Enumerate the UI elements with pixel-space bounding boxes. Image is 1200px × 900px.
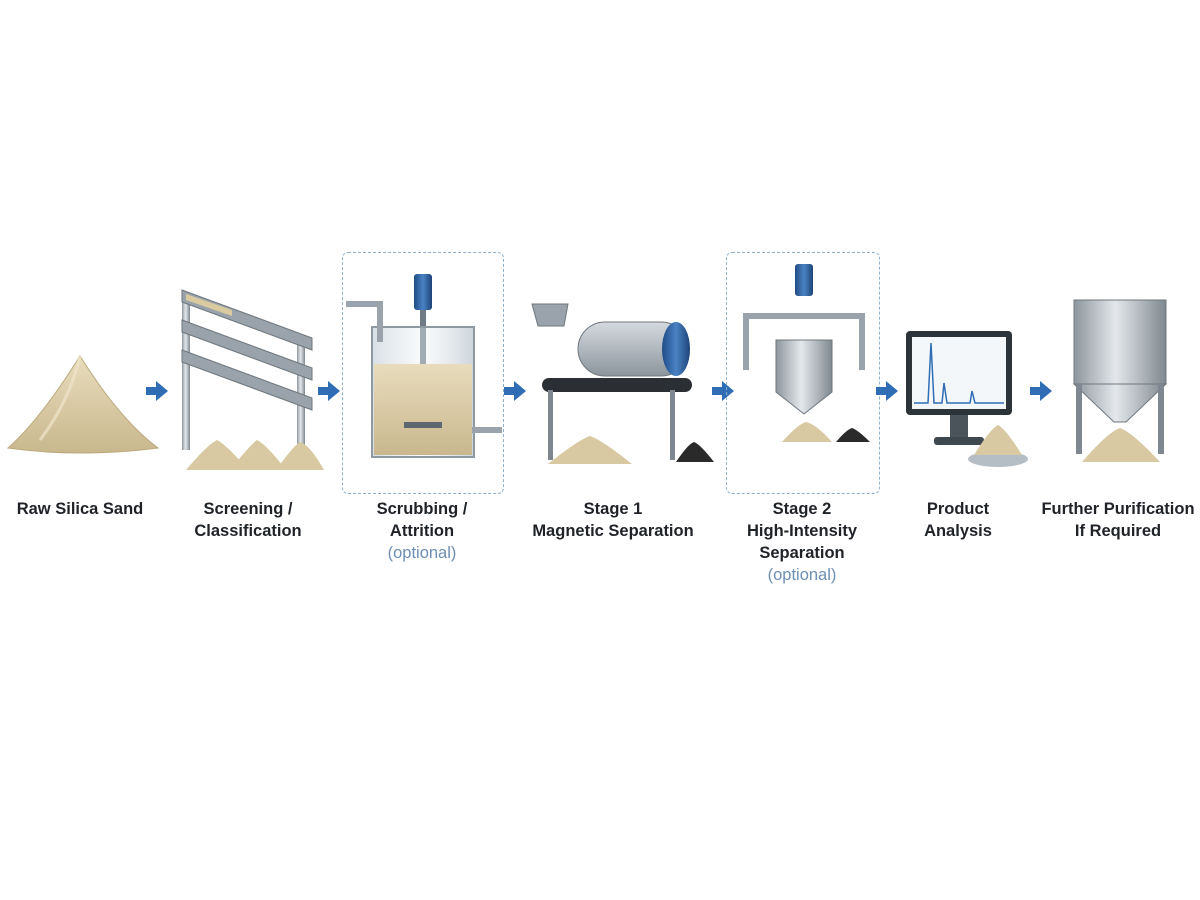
analysis-stage — [900, 325, 1030, 475]
optional-box-high-intensity — [726, 252, 880, 494]
raw-sand-stage — [0, 270, 165, 470]
optional-tag: (optional) — [387, 544, 457, 562]
arrow-right-icon — [1028, 380, 1054, 402]
step-label-scrubbing: Scrubbing /Attrition (optional) — [342, 498, 502, 564]
arrow-right-icon — [144, 380, 170, 402]
arrow-right-icon — [316, 380, 342, 402]
arrow-right-icon — [874, 380, 900, 402]
high-intensity-separator-icon — [743, 264, 870, 442]
step-label-screening: Screening /Classification — [194, 500, 302, 540]
arrow-right-icon — [710, 380, 736, 402]
scrubbing-stage — [342, 252, 502, 492]
high-intensity-stage — [726, 252, 878, 492]
screening-stage — [172, 280, 332, 480]
step-label-raw-silica-sand: Raw Silica Sand — [16, 500, 144, 518]
vibrating-screen-icon — [181, 289, 324, 470]
magnetic-drum-separator-icon — [531, 303, 714, 464]
arrow-right-icon — [502, 380, 528, 402]
silo-icon — [1072, 299, 1168, 462]
silo-stage — [1056, 272, 1186, 482]
magnetic-stage — [528, 290, 718, 480]
optional-box-scrubbing — [342, 252, 504, 494]
sand-pile-icon — [6, 355, 160, 454]
attrition-tank-icon — [346, 274, 502, 458]
optional-tag: (optional) — [767, 566, 837, 584]
analysis-monitor-icon — [906, 331, 1028, 467]
